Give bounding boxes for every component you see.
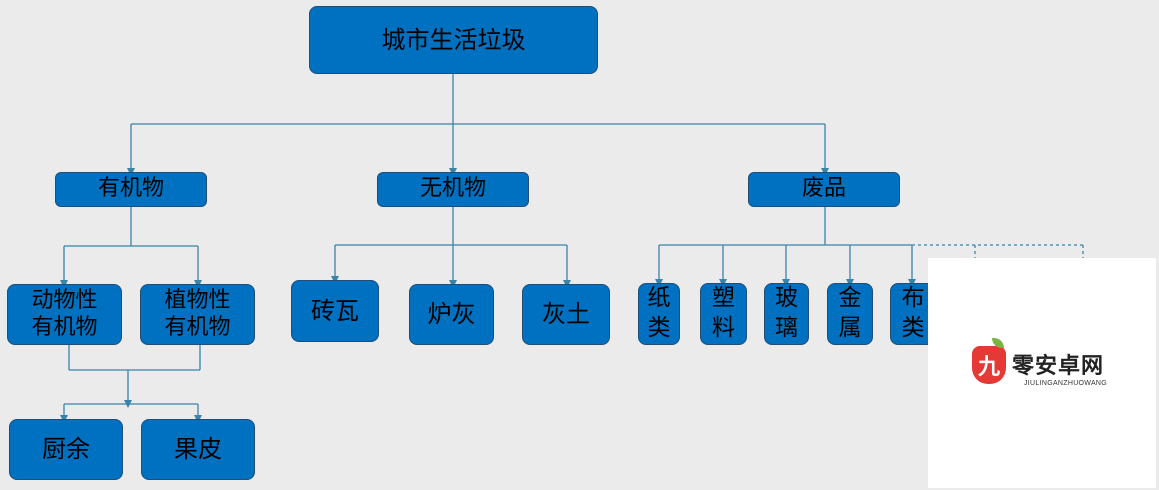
node-brick-label: 砖瓦	[311, 296, 359, 325]
node-brick: 砖瓦	[291, 280, 379, 342]
node-animal-organic-label: 动物性 有机物	[31, 288, 98, 340]
node-organic-label: 有机物	[97, 176, 164, 202]
node-cloth-label: 布 类	[901, 285, 925, 341]
node-stove-ash: 炉灰	[409, 284, 494, 345]
watermark-overlay: 九 零安卓网 JIULINGANZHUOWANG	[928, 258, 1156, 488]
node-inorganic: 无机物	[377, 172, 529, 207]
node-paper: 纸 类	[638, 283, 680, 345]
node-kitchen-waste: 厨余	[9, 419, 123, 480]
node-glass-label: 玻 璃	[775, 285, 798, 341]
node-fruit-peel-label: 果皮	[174, 435, 222, 464]
watermark-logo-char: 九	[977, 355, 1000, 380]
node-plant-organic-label: 植物性 有机物	[164, 288, 231, 340]
node-fruit-peel: 果皮	[141, 419, 255, 480]
node-stove-ash-label: 炉灰	[427, 300, 476, 329]
node-organic: 有机物	[55, 172, 207, 207]
node-animal-organic: 动物性 有机物	[7, 284, 122, 345]
node-waste-label: 废品	[801, 176, 846, 202]
node-plastic-label: 塑 料	[712, 285, 735, 341]
root-node: 城市生活垃圾	[309, 6, 598, 74]
node-waste: 废品	[748, 172, 900, 207]
node-paper-label: 纸 类	[647, 285, 671, 341]
node-dust-soil: 灰土	[522, 284, 610, 345]
node-plant-organic: 植物性 有机物	[140, 284, 255, 345]
watermark-title: 零安卓网	[1012, 353, 1105, 379]
node-metal: 金 属	[827, 283, 873, 345]
watermark-logo-icon: 九	[972, 346, 1006, 384]
node-metal-label: 金 属	[838, 285, 862, 341]
root-label: 城市生活垃圾	[381, 25, 526, 54]
node-kitchen-waste-label: 厨余	[42, 435, 90, 464]
watermark-subtitle: JIULINGANZHUOWANG	[1024, 380, 1108, 387]
node-dust-soil-label: 灰土	[542, 300, 590, 329]
leaf-icon	[992, 338, 1004, 348]
node-inorganic-label: 无机物	[419, 176, 486, 202]
node-glass: 玻 璃	[764, 283, 809, 345]
node-plastic: 塑 料	[700, 283, 747, 345]
